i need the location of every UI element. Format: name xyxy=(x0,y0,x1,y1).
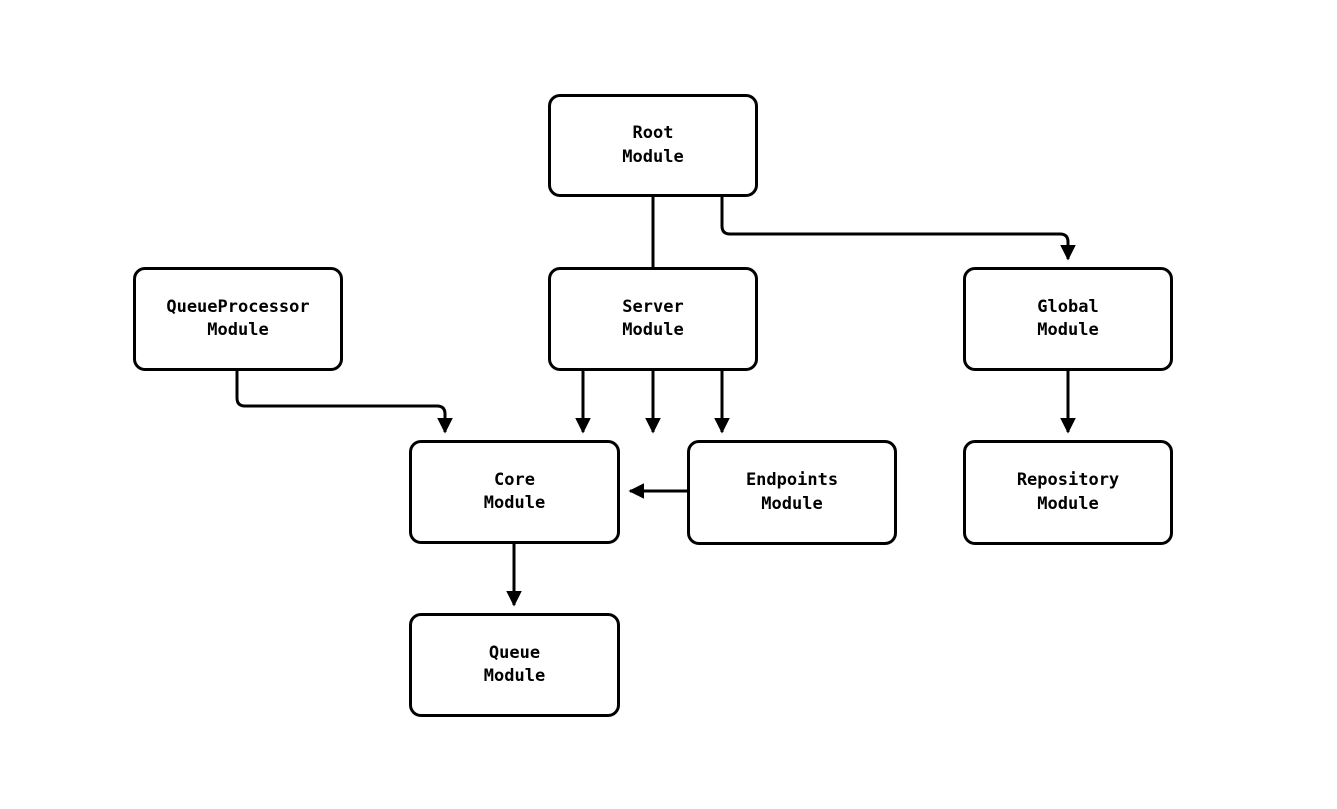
edge-root-global xyxy=(720,197,1076,261)
node-label-queue: Queue Module xyxy=(483,642,546,686)
node-core-module[interactable]: Core Module xyxy=(409,440,620,544)
node-label-root: Root Module xyxy=(622,123,684,167)
node-label-repository: Repository Module xyxy=(1016,470,1120,514)
node-root-module[interactable]: Root Module xyxy=(548,94,758,197)
node-label-endpoints: Endpoints Module xyxy=(745,470,839,514)
node-queueprocessor-module[interactable]: QueueProcessor Module xyxy=(133,267,343,371)
node-endpoints-module[interactable]: Endpoints Module xyxy=(687,440,897,545)
node-queue-module[interactable]: Queue Module xyxy=(409,613,620,717)
edge-queueprocessor-core xyxy=(235,371,453,434)
node-label-server: Server Module xyxy=(622,296,684,340)
node-server-module[interactable]: Server Module xyxy=(548,267,758,371)
node-label-global: Global Module xyxy=(1037,296,1099,340)
node-label-core: Core Module xyxy=(483,469,546,513)
node-global-module[interactable]: Global Module xyxy=(963,267,1173,371)
node-repository-module[interactable]: Repository Module xyxy=(963,440,1173,545)
node-label-queueprocessor: QueueProcessor Module xyxy=(166,296,310,340)
